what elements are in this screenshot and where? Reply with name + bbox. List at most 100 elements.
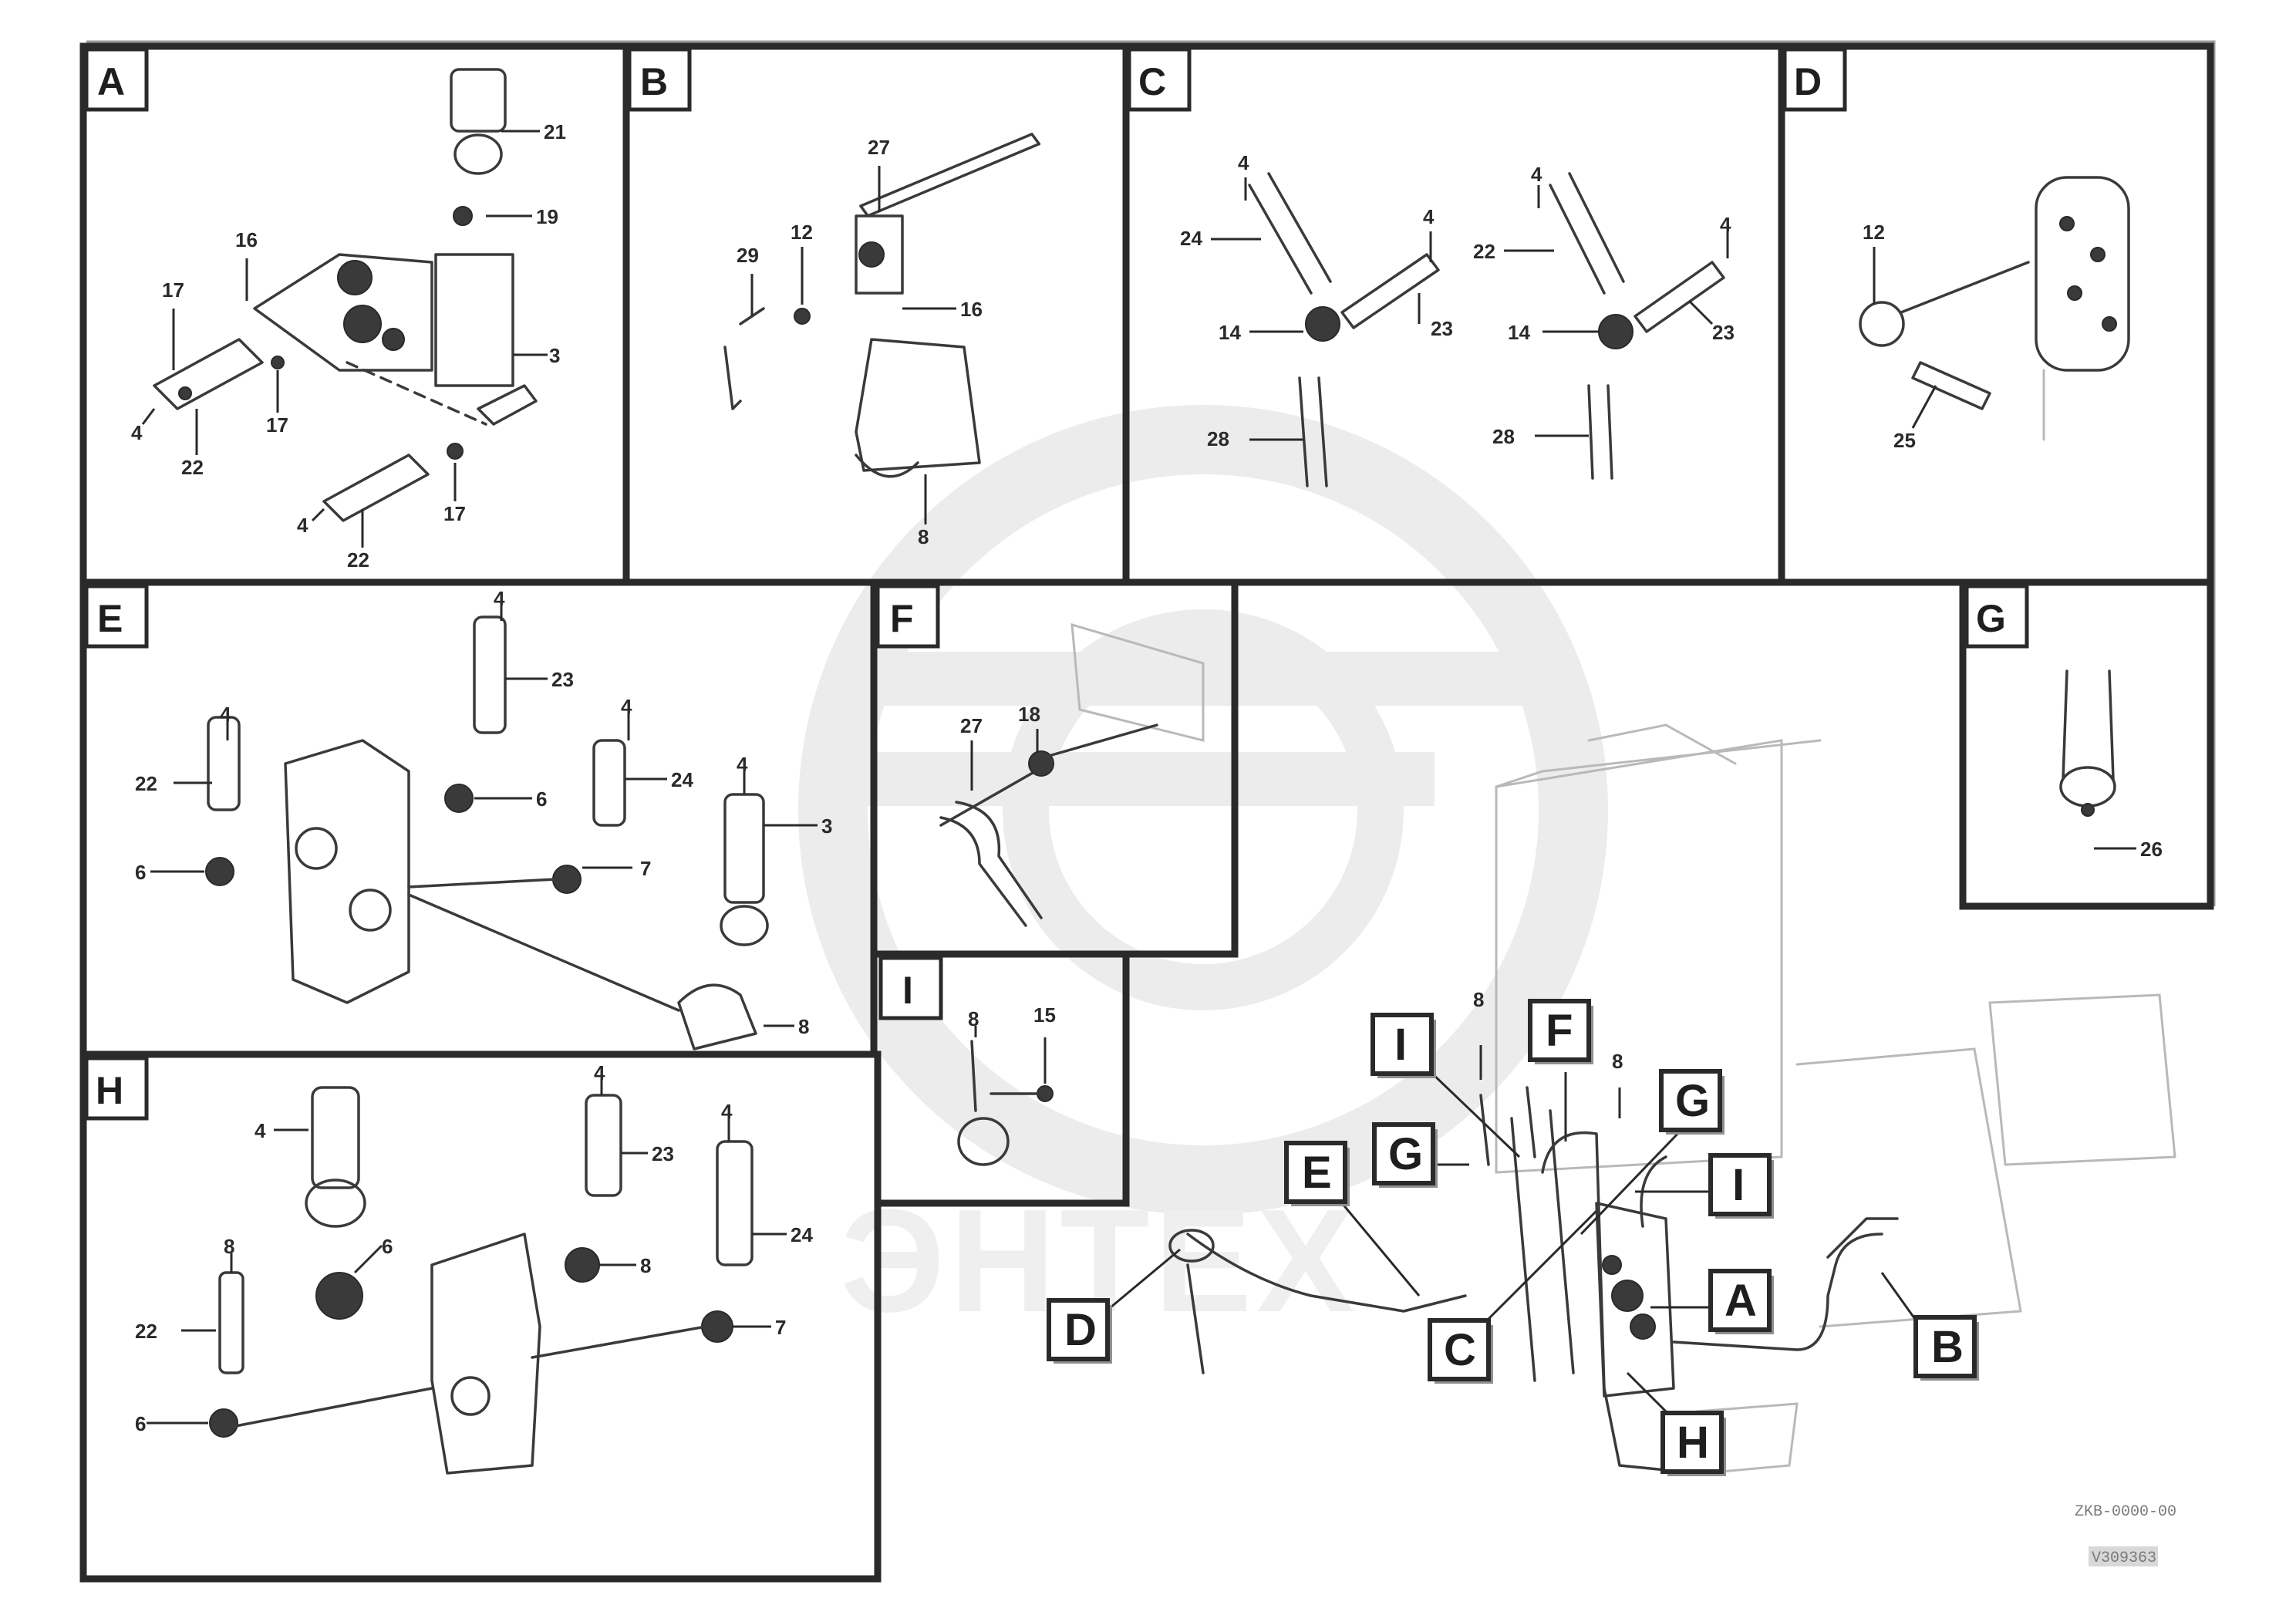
svg-text:24: 24 bbox=[1180, 227, 1202, 250]
panel-letter-I: I bbox=[878, 956, 943, 1020]
svg-text:H: H bbox=[96, 1069, 123, 1112]
svg-text:F: F bbox=[890, 597, 914, 640]
svg-text:17: 17 bbox=[266, 413, 288, 437]
svg-text:8: 8 bbox=[968, 1007, 979, 1030]
panel-g-drawing bbox=[2059, 669, 2116, 817]
overview-callouts: 8 8 bbox=[1473, 988, 1623, 1118]
overview-view-labels: I F G E G I A D bbox=[1047, 999, 1979, 1476]
panel-f-drawing bbox=[939, 622, 1205, 927]
panel-f-callouts: 27 18 bbox=[960, 703, 1040, 791]
svg-text:4: 4 bbox=[1531, 163, 1542, 186]
svg-text:C: C bbox=[1444, 1325, 1476, 1375]
panel-g-callouts: 26 bbox=[2094, 838, 2163, 861]
svg-text:21: 21 bbox=[544, 120, 566, 143]
svg-text:14: 14 bbox=[1508, 321, 1530, 344]
svg-text:16: 16 bbox=[960, 298, 983, 321]
svg-text:22: 22 bbox=[347, 548, 369, 572]
svg-text:22: 22 bbox=[1473, 240, 1495, 263]
svg-text:7: 7 bbox=[640, 857, 651, 880]
svg-text:V309363: V309363 bbox=[2092, 1549, 2156, 1567]
panel-letter-F: F bbox=[875, 584, 940, 649]
svg-text:17: 17 bbox=[162, 278, 184, 302]
svg-text:14: 14 bbox=[1219, 321, 1241, 344]
panel-letter-E: E bbox=[84, 584, 149, 649]
svg-text:A: A bbox=[97, 60, 125, 103]
svg-text:4: 4 bbox=[297, 514, 308, 537]
panel-a-callouts: 21 19 16 17 3 17 4 22 17 4 22 bbox=[131, 120, 566, 572]
svg-text:8: 8 bbox=[918, 525, 929, 548]
svg-text:C: C bbox=[1138, 60, 1166, 103]
svg-text:17: 17 bbox=[443, 502, 466, 525]
svg-text:4: 4 bbox=[1720, 213, 1731, 236]
panel-b-callouts: 27 29 12 16 8 bbox=[737, 136, 983, 548]
svg-text:28: 28 bbox=[1492, 425, 1515, 448]
panel-h-callouts: 4 4 23 22 6 8 6 4 24 7 8 bbox=[135, 1061, 813, 1435]
svg-text:B: B bbox=[640, 60, 668, 103]
gear-logo-icon: ЭНТЕХ bbox=[798, 405, 1608, 1343]
svg-text:8: 8 bbox=[1473, 988, 1484, 1011]
svg-text:18: 18 bbox=[1018, 703, 1040, 726]
svg-text:22: 22 bbox=[135, 1320, 157, 1343]
svg-text:29: 29 bbox=[737, 244, 759, 267]
svg-text:4: 4 bbox=[220, 703, 231, 726]
panel-c-drawing bbox=[1248, 172, 1725, 487]
panel-e-callouts: 4 22 6 4 23 6 4 24 7 4 8 3 bbox=[135, 587, 832, 1038]
panel-d-callouts: 12 25 bbox=[1863, 221, 1937, 452]
svg-text:6: 6 bbox=[536, 787, 547, 811]
svg-text:23: 23 bbox=[1712, 321, 1735, 344]
svg-text:8: 8 bbox=[798, 1015, 809, 1038]
svg-text:G: G bbox=[1675, 1076, 1710, 1126]
panel-c-callouts: 4 24 14 28 4 23 14 28 4 22 4 23 bbox=[1180, 151, 1735, 450]
svg-text:A: A bbox=[1725, 1276, 1757, 1326]
panel-frames bbox=[79, 40, 2216, 1583]
svg-text:3: 3 bbox=[821, 814, 832, 838]
svg-text:22: 22 bbox=[181, 456, 204, 479]
svg-text:F: F bbox=[1546, 1006, 1573, 1056]
panel-i-drawing bbox=[957, 1040, 1054, 1166]
svg-text:D: D bbox=[1794, 60, 1822, 103]
panel-h-drawing bbox=[209, 1086, 754, 1475]
svg-text:4: 4 bbox=[1238, 151, 1249, 174]
svg-text:E: E bbox=[97, 597, 123, 640]
panel-letter-A: A bbox=[84, 47, 149, 112]
svg-text:27: 27 bbox=[868, 136, 890, 159]
svg-text:8: 8 bbox=[1612, 1050, 1623, 1073]
svg-text:E: E bbox=[1302, 1148, 1332, 1198]
svg-text:B: B bbox=[1931, 1322, 1964, 1372]
panel-letter-B: B bbox=[627, 47, 692, 112]
svg-text:24: 24 bbox=[671, 768, 693, 791]
svg-text:24: 24 bbox=[791, 1223, 813, 1246]
svg-text:4: 4 bbox=[621, 695, 632, 718]
svg-text:4: 4 bbox=[594, 1061, 605, 1084]
panel-letter-D: D bbox=[1782, 47, 1847, 112]
svg-text:26: 26 bbox=[2140, 838, 2163, 861]
svg-text:G: G bbox=[1388, 1129, 1423, 1179]
svg-text:4: 4 bbox=[1423, 205, 1435, 228]
panel-letter-C: C bbox=[1127, 47, 1192, 112]
svg-text:16: 16 bbox=[235, 228, 258, 251]
svg-text:I: I bbox=[1732, 1160, 1745, 1210]
svg-text:23: 23 bbox=[652, 1142, 674, 1165]
svg-text:I: I bbox=[1394, 1020, 1407, 1070]
panel-d-drawing bbox=[1859, 176, 2130, 441]
panel-i-callouts: 8 15 bbox=[968, 1003, 1056, 1084]
svg-text:3: 3 bbox=[549, 344, 560, 367]
svg-text:H: H bbox=[1677, 1418, 1709, 1468]
svg-text:G: G bbox=[1976, 597, 2006, 640]
svg-text:23: 23 bbox=[1431, 317, 1453, 340]
svg-text:6: 6 bbox=[135, 1412, 146, 1435]
svg-text:23: 23 bbox=[551, 668, 574, 691]
svg-text:4: 4 bbox=[494, 587, 505, 610]
svg-text:7: 7 bbox=[775, 1316, 786, 1339]
svg-text:4: 4 bbox=[255, 1119, 266, 1142]
svg-text:I: I bbox=[902, 969, 913, 1012]
svg-text:28: 28 bbox=[1207, 427, 1229, 450]
svg-text:19: 19 bbox=[536, 205, 558, 228]
svg-text:D: D bbox=[1064, 1305, 1097, 1355]
svg-text:4: 4 bbox=[737, 753, 748, 776]
svg-text:4: 4 bbox=[131, 421, 143, 444]
svg-text:12: 12 bbox=[791, 221, 813, 244]
svg-text:25: 25 bbox=[1893, 429, 1916, 452]
panel-e-drawing bbox=[205, 615, 769, 1050]
svg-text:8: 8 bbox=[640, 1254, 651, 1277]
